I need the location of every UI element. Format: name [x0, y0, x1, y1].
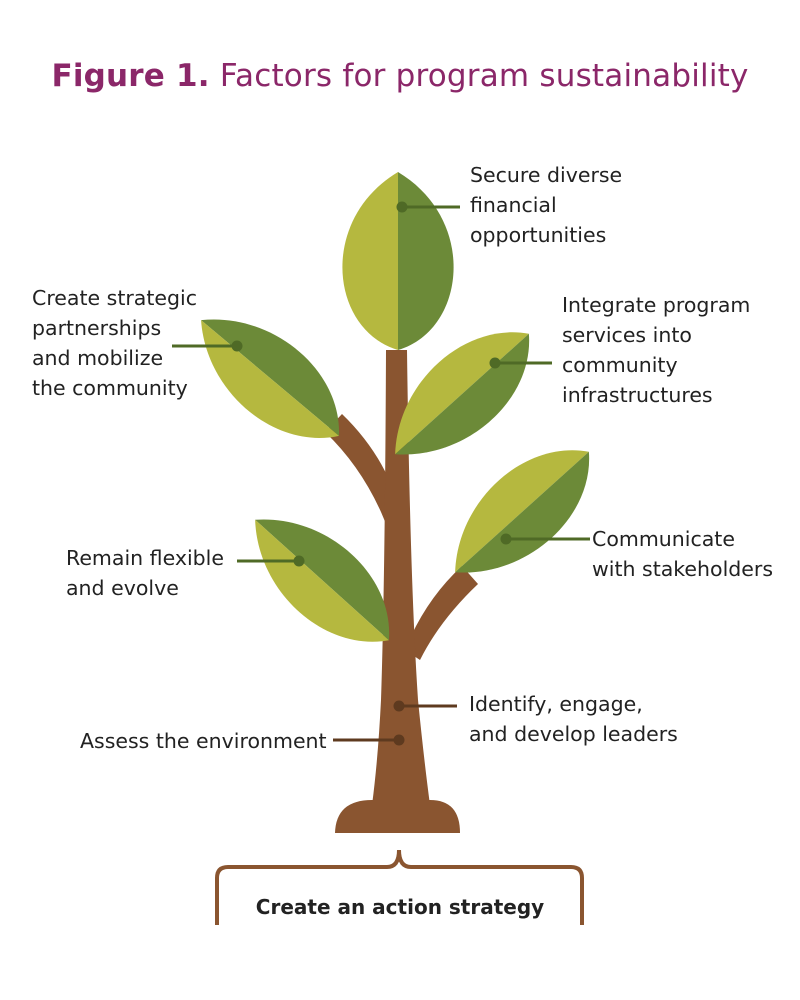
connector-lower-left: [237, 555, 305, 567]
label-develop-leaders: Identify, engage, and develop leaders: [469, 689, 678, 749]
label-strategic-partnerships: Create strategic partnerships and mobili…: [32, 283, 197, 403]
label-line: infrastructures: [562, 383, 713, 407]
label-remain-flexible: Remain flexible and evolve: [66, 543, 224, 603]
label-communicate: Communicate with stakeholders: [592, 524, 773, 584]
leaf-lower-left: [255, 519, 390, 642]
connector-upper-left: [172, 340, 243, 352]
label-line: the community: [32, 376, 188, 400]
label-line: Integrate program: [562, 293, 751, 317]
label-line: partnerships: [32, 316, 162, 340]
trunk-base: [335, 800, 460, 833]
root-bracket: [215, 849, 584, 925]
leaf-top: [342, 172, 454, 350]
branch-lower-right: [405, 566, 478, 660]
figure-title-text: Factors for program sustainability: [219, 58, 749, 94]
label-line: opportunities: [470, 223, 607, 247]
label-line: Secure diverse: [470, 163, 623, 187]
label-secure-funding: Secure diverse financial opportunities: [470, 160, 622, 250]
label-line: and develop leaders: [469, 722, 678, 746]
connector-lower-right: [500, 533, 590, 545]
label-line: Assess the environment: [80, 729, 327, 753]
connector-top: [396, 201, 460, 213]
connector-trunk-left: [333, 734, 405, 746]
trunk: [372, 350, 430, 805]
label-line: Communicate: [592, 527, 735, 551]
label-assess-environment: Assess the environment: [80, 726, 327, 756]
label-line: Identify, engage,: [469, 692, 643, 716]
label-line: services into: [562, 323, 692, 347]
label-line: and evolve: [66, 576, 179, 600]
base-label: Create an action strategy: [255, 895, 545, 919]
label-integrate-services: Integrate program services into communit…: [562, 290, 750, 410]
label-line: and mobilize: [32, 346, 164, 370]
figure-number: Figure 1.: [51, 58, 210, 94]
label-line: with stakeholders: [592, 557, 774, 581]
label-line: financial: [470, 193, 557, 217]
leaf-lower-right: [455, 450, 590, 573]
label-line: Create strategic: [32, 286, 197, 310]
label-line: Remain flexible: [66, 546, 224, 570]
figure-title: Figure 1. Factors for program sustainabi…: [0, 58, 800, 94]
label-line: community: [562, 353, 678, 377]
connector-trunk-right: [393, 700, 457, 712]
connector-upper-right: [489, 357, 552, 369]
